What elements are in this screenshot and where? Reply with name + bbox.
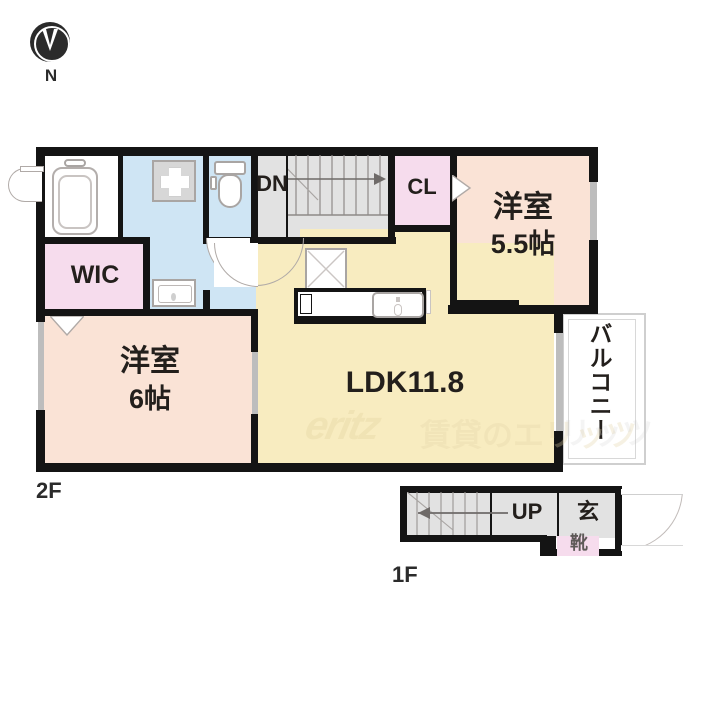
wall-exterior-right-b bbox=[589, 240, 598, 314]
bath-window-swing bbox=[8, 168, 42, 202]
bath-window-frame bbox=[20, 166, 44, 172]
compass-label: N bbox=[44, 66, 58, 85]
wall-dressing-right bbox=[203, 290, 210, 316]
shoe-cabinet-stub bbox=[547, 536, 556, 552]
label-balcony: バルコニー bbox=[586, 322, 612, 442]
bathtub-faucet-icon bbox=[64, 159, 86, 167]
wall-corridor-right bbox=[251, 151, 258, 243]
wall-washroom-toilet bbox=[203, 151, 209, 243]
watermark: eritz 賃貸のエリッツ bbox=[300, 398, 640, 458]
wall-1f-right bbox=[615, 486, 622, 556]
kitchen-counter-edge bbox=[426, 290, 431, 314]
first-floor-genkan bbox=[556, 490, 618, 538]
floor-label-2f: 2F bbox=[36, 478, 62, 503]
wall-wic-right bbox=[143, 241, 150, 315]
wall-1f-step-left bbox=[540, 535, 547, 556]
room-walk-in-closet bbox=[44, 241, 146, 313]
toilet-icon bbox=[210, 161, 248, 215]
balcony-inner-outline bbox=[568, 319, 636, 459]
entrance-door-swing bbox=[621, 489, 683, 551]
entrance-door-panel bbox=[621, 489, 683, 495]
wall-exterior-top bbox=[36, 147, 598, 156]
shoe-cabinet bbox=[557, 536, 599, 556]
wall-1f-left bbox=[400, 486, 407, 542]
wic-door-indicator bbox=[48, 315, 86, 337]
wall-1f-genkan-divider bbox=[557, 490, 559, 536]
wall-1f-top bbox=[400, 486, 622, 493]
watermark-text: 賃貸のエリッツ bbox=[420, 418, 637, 453]
label-cl: CL bbox=[407, 174, 437, 199]
wall-bath-washroom bbox=[118, 155, 123, 241]
stairs-up-arrow bbox=[404, 505, 514, 521]
label-stairs-up: UP bbox=[511, 499, 543, 524]
wall-bedroom-east-bottom bbox=[448, 305, 598, 314]
wall-ldk-right-a bbox=[554, 305, 563, 333]
compass-north-icon bbox=[30, 22, 70, 62]
wall-cl-bottom bbox=[390, 225, 456, 232]
washing-machine-pan-icon bbox=[152, 160, 196, 202]
wall-ldk-counter-stub bbox=[457, 300, 519, 305]
window-exterior-left bbox=[38, 322, 44, 410]
wall-bedroom-east-left bbox=[450, 232, 457, 310]
window-bedroom-east bbox=[590, 182, 597, 240]
label-bedroom-west: 洋室 bbox=[120, 345, 180, 378]
wall-1f-bottom-a bbox=[400, 535, 546, 542]
wall-dressing-bottom bbox=[143, 309, 258, 316]
wall-dn-divider bbox=[286, 155, 288, 237]
label-dn: DN bbox=[256, 171, 288, 196]
closet-door-indicator-outline bbox=[451, 173, 472, 203]
wall-stairs-bottom bbox=[258, 237, 396, 244]
label-wic: WIC bbox=[70, 261, 120, 289]
kitchen-sink-icon bbox=[372, 292, 424, 318]
room-balcony bbox=[562, 313, 646, 465]
entrance-threshold bbox=[621, 545, 683, 551]
sliding-door-balcony bbox=[556, 333, 563, 431]
watermark-tail-text: リッツ bbox=[560, 416, 653, 451]
wall-exterior-right-a bbox=[589, 147, 598, 182]
wall-bedroom-west-right-b bbox=[251, 414, 258, 470]
watermark-tail: リッツ bbox=[560, 398, 700, 458]
label-shoe-cabinet: 靴 bbox=[570, 533, 588, 553]
watermark-logo: eritz bbox=[301, 404, 384, 448]
vanity-sink-icon bbox=[152, 279, 196, 307]
label-ldk: LDK11.8 bbox=[345, 366, 465, 399]
stair-treads-down bbox=[288, 155, 388, 237]
door-bedroom-west bbox=[252, 352, 258, 414]
wall-exterior-left-upper bbox=[36, 147, 45, 322]
label-bedroom-east: 洋室 bbox=[493, 191, 553, 224]
closet-door-indicator bbox=[452, 175, 470, 201]
wall-ldk-right-b bbox=[554, 431, 563, 472]
bathtub-icon bbox=[52, 167, 98, 235]
label-bedroom-west-size: 6帖 bbox=[128, 384, 172, 414]
label-bedroom-east-size: 5.5帖 bbox=[490, 229, 556, 259]
room-bedroom-west bbox=[44, 313, 256, 465]
room-closet bbox=[392, 155, 454, 229]
floor-label-1f: 1F bbox=[392, 562, 418, 587]
wall-exterior-bottom bbox=[36, 463, 558, 472]
wall-stairs-right bbox=[388, 151, 395, 243]
wall-bedroom-west-right-a bbox=[251, 316, 258, 352]
storage-cross-icon bbox=[305, 248, 347, 290]
wall-bath-bottom bbox=[40, 237, 150, 244]
wall-wic-bottom bbox=[40, 309, 150, 316]
wall-exterior-left-lower bbox=[36, 410, 45, 472]
label-genkan: 玄 bbox=[576, 499, 599, 524]
